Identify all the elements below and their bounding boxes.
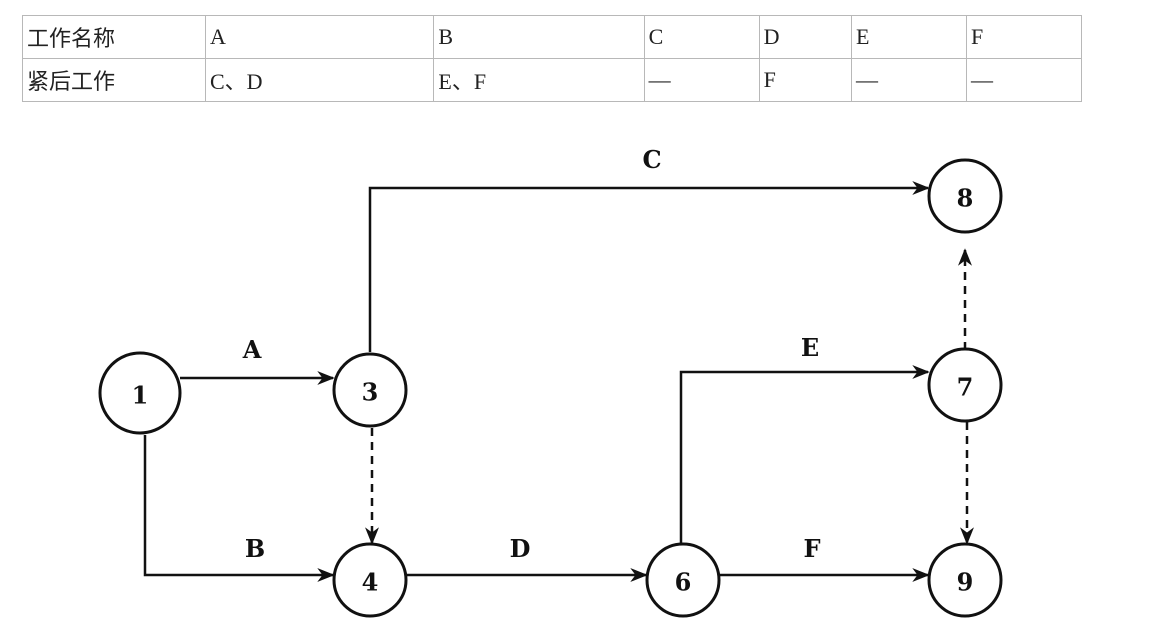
cell: — <box>643 58 760 102</box>
node-6: 6 <box>645 542 721 618</box>
edge-label-F: F <box>803 534 820 563</box>
node-1: 1 <box>98 351 182 435</box>
node-4: 4 <box>332 542 408 618</box>
cell: — <box>850 58 967 102</box>
node-8: 8 <box>927 158 1003 234</box>
edge-label-C: C <box>642 145 661 174</box>
cell: C、D <box>204 58 435 102</box>
edge-label-A: A <box>242 335 262 364</box>
edge-label-B: B <box>245 534 265 563</box>
edge-E <box>679 365 930 543</box>
cell: B <box>433 15 645 59</box>
svg-text:8: 8 <box>957 184 974 213</box>
node-3: 3 <box>332 352 408 428</box>
node-9: 9 <box>927 542 1003 618</box>
edge-label-E: E <box>801 333 819 362</box>
cell: F <box>758 58 852 102</box>
svg-text:6: 6 <box>675 568 692 597</box>
header-cell: 工作名称 <box>22 15 206 59</box>
cell: A <box>204 15 435 59</box>
svg-text:7: 7 <box>957 373 974 402</box>
cell: — <box>965 58 1083 102</box>
svg-text:9: 9 <box>957 568 974 597</box>
svg-text:1: 1 <box>132 381 149 410</box>
cell: E、F <box>433 58 645 102</box>
edge-label-D: D <box>510 534 531 563</box>
edge-C <box>368 181 930 352</box>
svg-text:4: 4 <box>362 568 379 597</box>
node-7: 7 <box>927 347 1003 423</box>
header-cell: 紧后工作 <box>22 58 206 102</box>
cell: F <box>965 15 1083 59</box>
svg-text:3: 3 <box>362 378 379 407</box>
table-row-successors: 紧后工作 C、D E、F — F — — <box>22 58 1083 102</box>
table-row-works: 工作名称 A B C D E F <box>22 15 1083 59</box>
work-table: 工作名称 A B C D E F 紧后工作 C、D E、F — F — — <box>22 15 1083 102</box>
edge-B <box>143 435 335 582</box>
